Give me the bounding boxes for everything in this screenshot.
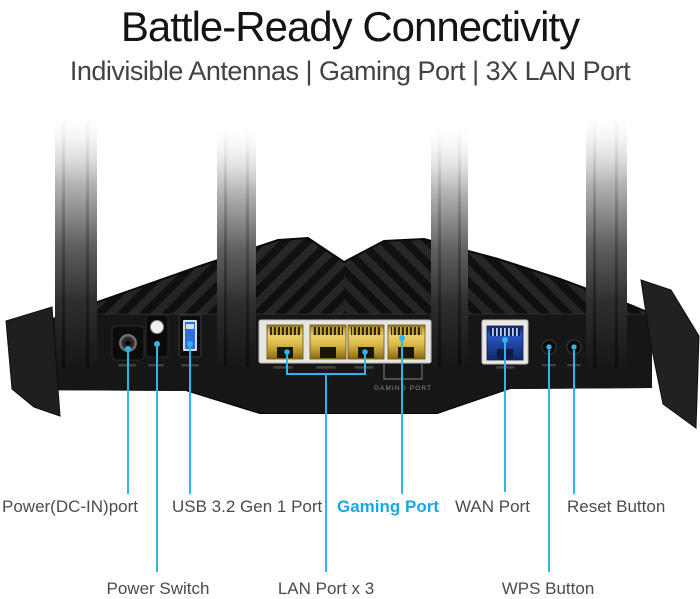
right-wing: [640, 279, 700, 429]
callout-gaming: [399, 335, 405, 494]
callout-usb: [187, 341, 193, 494]
label-reset: Reset Button: [567, 497, 666, 516]
antenna-4: [586, 112, 627, 368]
lan-port-2: [309, 324, 347, 360]
label-wan: WAN Port: [455, 497, 530, 516]
dc-in-port: [111, 325, 145, 361]
side-wings: [5, 279, 700, 429]
callout-dcin: [125, 346, 131, 494]
callout-wan: [502, 337, 508, 492]
label-power-dcin: Power(DC-IN)port: [2, 497, 139, 516]
page-subtitle: Indivisible Antennas | Gaming Port | 3X …: [69, 56, 631, 86]
label-wps: WPS Button: [501, 579, 595, 598]
antenna-3: [431, 124, 468, 366]
callout-reset: [571, 344, 577, 494]
callout-lan-bracket: [284, 349, 368, 572]
label-usb: USB 3.2 Gen 1 Port: [172, 497, 323, 516]
label-power-switch: Power Switch: [106, 579, 210, 598]
page-title: Battle-Ready Connectivity: [120, 3, 580, 50]
power-switch: [145, 314, 169, 358]
antenna-2: [217, 124, 256, 366]
label-lan-ports: LAN Port x 3: [277, 579, 375, 598]
callout-lines: [125, 335, 577, 572]
callout-power-switch: [154, 341, 160, 572]
antenna-1: [55, 112, 97, 368]
label-gaming-port: Gaming Port: [337, 497, 440, 516]
left-wing: [5, 306, 61, 417]
antennas: [55, 112, 627, 368]
callout-wps: [546, 344, 552, 572]
